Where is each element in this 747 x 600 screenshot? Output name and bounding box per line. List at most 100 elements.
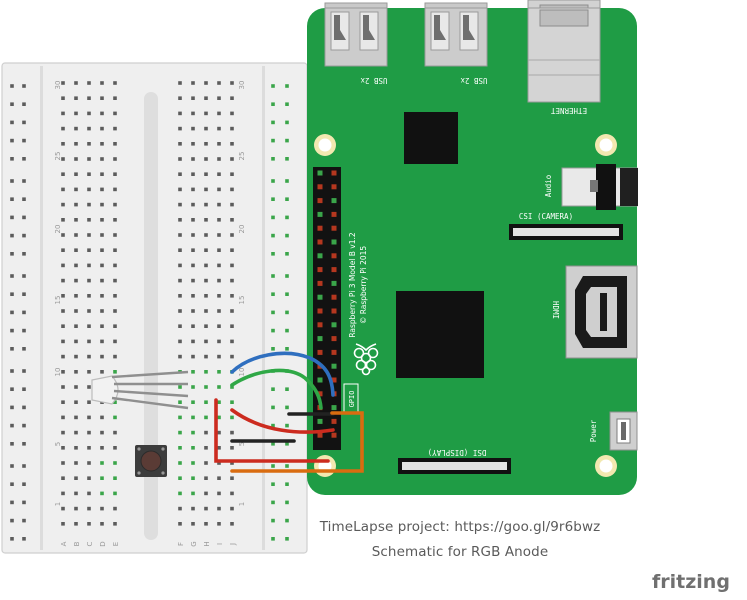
breadboard-hole <box>204 309 208 313</box>
breadboard-hole <box>61 187 65 192</box>
breadboard-hole <box>230 263 234 268</box>
breadboard-rail-hole <box>285 482 289 486</box>
breadboard-hole <box>178 233 182 237</box>
gpio-pin <box>317 308 323 314</box>
processor-chip <box>396 291 484 378</box>
breadboard-hole <box>74 187 78 192</box>
breadboard-hole <box>100 142 104 146</box>
breadboard-hole <box>61 218 65 222</box>
breadboard-rail-hole <box>285 197 289 201</box>
breadboard-hole <box>61 446 65 450</box>
breadboard-rail-hole <box>10 215 14 220</box>
fritzing-wordmark: fritzing <box>652 571 730 593</box>
gpio-pin <box>331 322 337 328</box>
breadboard-hole <box>217 461 221 465</box>
gpio-pin <box>331 253 337 259</box>
breadboard-rail-hole <box>285 120 289 125</box>
breadboard-hole <box>74 202 78 207</box>
breadboard-rail-hole <box>285 442 289 446</box>
breadboard-hole <box>178 415 182 420</box>
breadboard-hole <box>100 506 104 511</box>
gpio-pin <box>331 349 337 355</box>
breadboard-hole <box>74 430 78 435</box>
breadboard-hole <box>100 430 104 435</box>
breadboard-rail-hole <box>22 464 26 468</box>
breadboard-hole <box>87 324 91 328</box>
gpio-pin <box>331 225 337 231</box>
breadboard-hole <box>178 506 182 511</box>
breadboard-hole <box>61 126 65 131</box>
breadboard-hole <box>178 339 182 344</box>
breadboard-hole <box>217 491 221 496</box>
breadboard-hole <box>178 126 182 131</box>
breadboard-hole <box>113 491 117 496</box>
breadboard-hole <box>87 96 91 100</box>
gpio-header <box>313 167 341 450</box>
row-number: 5 <box>238 442 246 446</box>
breadboard-hole <box>178 491 182 496</box>
breadboard-rail-hole <box>22 292 26 296</box>
gpio-pin <box>331 198 337 204</box>
breadboard-rail-hole <box>271 84 275 88</box>
breadboard-hole <box>191 446 195 450</box>
breadboard-hole <box>217 111 221 116</box>
breadboard-rail-hole <box>10 102 14 106</box>
breadboard-hole <box>74 263 78 268</box>
breadboard-rail-hole <box>271 387 275 391</box>
breadboard-hole <box>87 522 91 526</box>
breadboard-hole <box>217 248 221 252</box>
breadboard-hole <box>87 400 91 404</box>
copyright-label: © Raspberry Pi 2015 <box>359 246 368 325</box>
hdmi-port <box>565 265 638 359</box>
breadboard-hole <box>87 142 91 146</box>
breadboard-hole <box>230 506 234 511</box>
gpio-pin <box>331 377 337 383</box>
breadboard-hole <box>100 111 104 116</box>
breadboard-hole <box>100 218 104 222</box>
breadboard-hole <box>87 187 91 192</box>
breadboard-hole <box>191 461 195 465</box>
usb-label: USB 2x <box>360 76 388 85</box>
breadboard-rail-hole <box>22 405 26 410</box>
breadboard-rail-hole <box>271 500 275 505</box>
breadboard-hole <box>113 294 117 298</box>
breadboard-hole <box>113 415 117 420</box>
breadboard-hole <box>191 506 195 511</box>
breadboard-hole <box>178 187 182 192</box>
breadboard-hole <box>87 263 91 268</box>
breadboard-hole <box>204 370 208 374</box>
breadboard-hole <box>74 506 78 511</box>
breadboard-hole <box>204 202 208 207</box>
breadboard-hole <box>113 126 117 131</box>
breadboard-hole <box>61 430 65 435</box>
breadboard-rail-hole <box>10 347 14 351</box>
breadboard-rail-hole <box>285 215 289 220</box>
breadboard-rail-hole <box>22 442 26 446</box>
breadboard-rail-hole <box>22 482 26 486</box>
breadboard-hole <box>204 400 208 404</box>
csi-label: CSI (CAMERA) <box>519 212 573 221</box>
breadboard-rail-hole <box>22 138 26 143</box>
breadboard-hole <box>113 506 117 511</box>
gpio-pin <box>331 239 337 245</box>
led-leg <box>111 396 189 410</box>
breadboard-hole <box>217 354 221 359</box>
row-number: 1 <box>238 502 246 506</box>
breadboard-hole <box>61 415 65 420</box>
gpio-pin <box>331 211 337 217</box>
breadboard-hole <box>191 218 195 222</box>
breadboard-hole <box>113 157 117 161</box>
breadboard-hole <box>178 96 182 100</box>
breadboard-hole <box>100 339 104 344</box>
breadboard-rail-hole <box>285 387 289 391</box>
breadboard-hole <box>204 172 208 176</box>
breadboard-hole <box>230 142 234 146</box>
breadboard-rail-hole <box>10 252 14 256</box>
ethernet-label: ETHERNET <box>550 106 587 115</box>
breadboard-hole <box>61 172 65 176</box>
gpio-pin <box>317 391 323 397</box>
breadboard-hole <box>113 263 117 268</box>
gpio-pin <box>331 184 337 190</box>
breadboard-rail-hole <box>22 500 26 505</box>
gpio-pin <box>317 322 323 328</box>
